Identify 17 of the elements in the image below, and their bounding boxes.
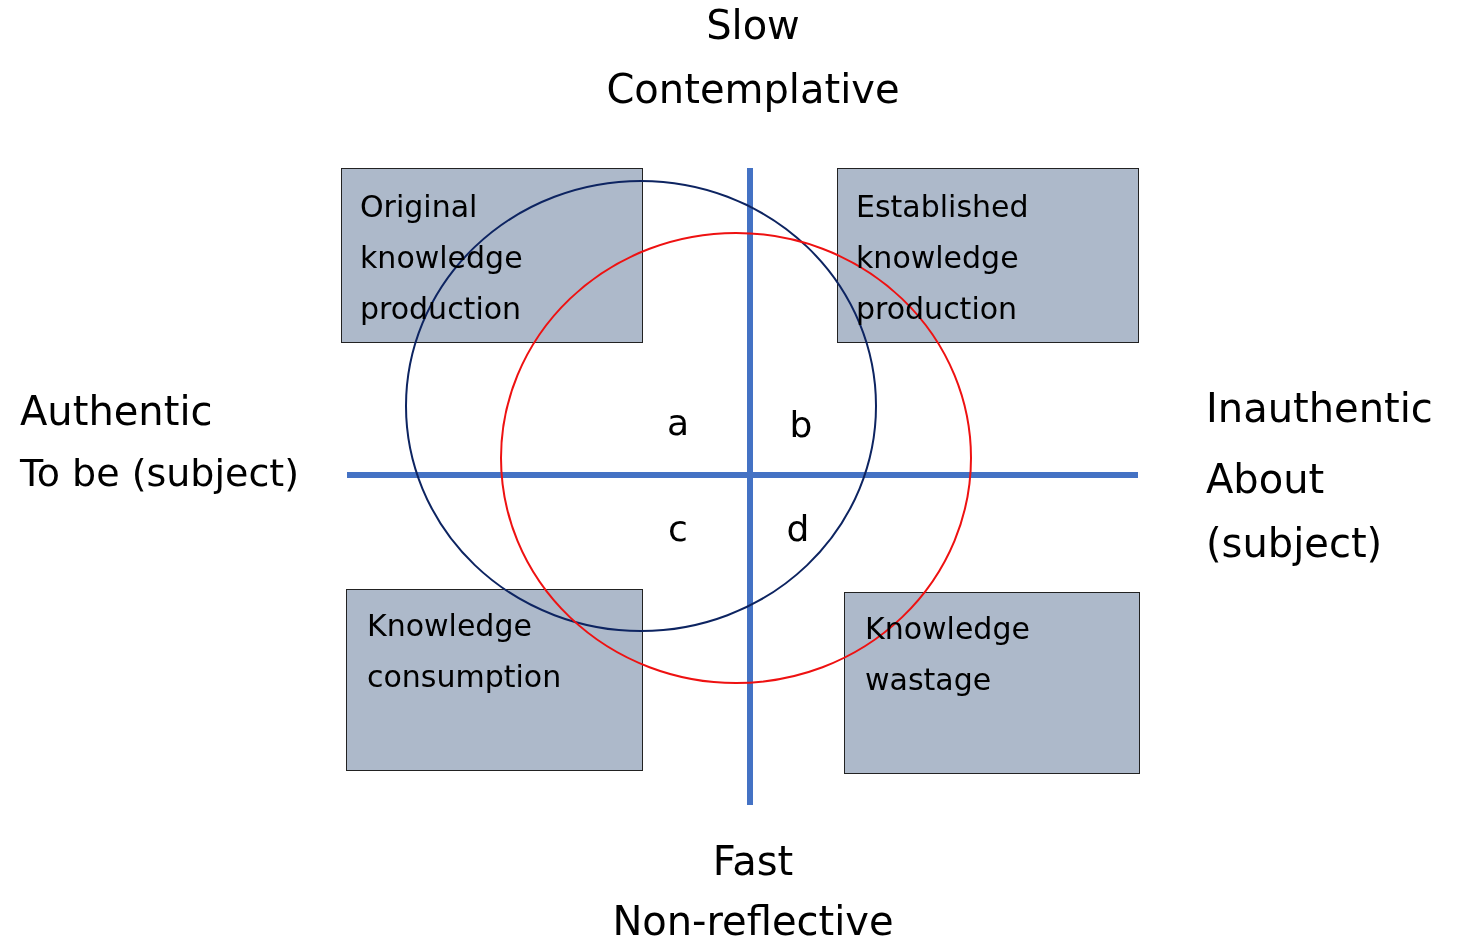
box-text: Knowledge consumption [367,607,563,696]
axis-label: Inauthentic [1206,384,1434,433]
axis-label: To be (subject) [20,450,301,497]
quadrant-box [346,589,643,771]
axis-label: Slow [705,1,801,50]
quadrant-box [844,592,1140,774]
axis-label: d [785,507,811,551]
axis-label: Authentic [20,387,214,436]
quadrant-box [341,168,643,343]
axis-label: Fast [711,837,795,886]
quadrant-box [837,168,1139,343]
axis-label: b [788,403,814,447]
axis-label: Non-reflective [611,897,895,946]
axis-label: Contemplative [605,65,901,114]
axis-label: About (subject) [1206,455,1384,568]
axis-label: c [667,507,689,551]
axis-label: a [665,401,691,445]
